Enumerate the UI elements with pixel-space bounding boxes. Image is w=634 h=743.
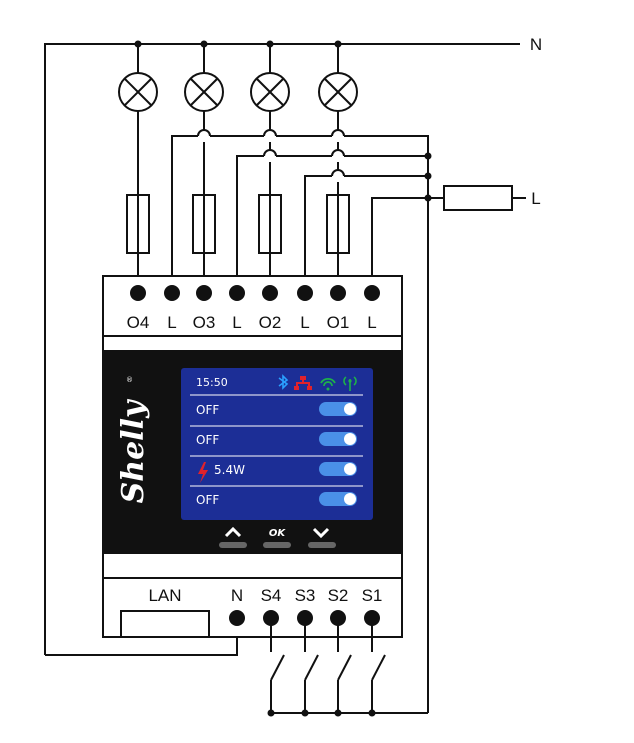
terminal-label: L [167,313,176,332]
network-icon [294,376,312,390]
terminal-l4 [164,285,180,301]
terminal-l1 [364,285,380,301]
row-label: OFF [196,403,219,417]
toggle-switch[interactable] [319,432,357,446]
terminal-label: S3 [295,586,316,605]
ok-button[interactable]: OK [263,528,291,548]
terminal-l2 [297,285,313,301]
list-item: OFF [190,432,363,457]
terminal-label: S1 [362,586,383,605]
list-item: OFF [196,492,357,507]
terminal-o2 [262,285,278,301]
terminal-label: N [231,586,243,605]
bluetooth-icon [278,374,289,390]
power-icon [198,462,208,483]
list-item: OFF [190,402,363,427]
toggle-switch[interactable] [319,492,357,506]
up-button[interactable] [219,526,247,548]
clock-text: 15:50 [196,376,228,389]
bottom-terminals: LAN N S4 S3 S2 S1 [120,586,383,638]
terminal-label: S2 [328,586,349,605]
brand-name: Shelly [116,398,151,503]
terminal-o3 [196,285,212,301]
input-switches [267,618,428,717]
lamp-o2 [250,44,290,195]
lan-label: LAN [148,586,181,605]
row-label: OFF [196,433,219,447]
svg-text:®: ® [126,376,133,384]
live-lines [171,135,526,713]
lamp-o3 [184,44,224,195]
output-fuses [126,194,350,293]
lamp-o1 [318,44,358,195]
down-button[interactable] [308,527,336,548]
brand-logo: Shelly [116,398,151,503]
wifi-icon [320,377,336,391]
antenna-icon [343,376,357,391]
terminal-label: O3 [193,313,216,332]
terminal-o1 [330,285,346,301]
live-label: L [531,189,540,208]
terminal-label: O4 [127,313,150,332]
terminal-n [229,610,245,626]
neutral-label: N [530,35,542,54]
list-item: 5.4W [190,462,363,487]
terminal-label: O1 [327,313,350,332]
lamp-o4 [118,44,158,195]
toggle-switch[interactable] [319,462,357,476]
terminal-l3 [229,285,245,301]
terminal-label: O2 [259,313,282,332]
toggle-switch[interactable] [319,402,357,416]
lan-port [120,610,210,638]
terminal-label: L [367,313,376,332]
terminal-o4 [130,285,146,301]
terminal-label: L [232,313,241,332]
power-reading: 5.4W [214,463,245,477]
lcd-screen: 15:50 OFF [181,368,373,520]
row-label: OFF [196,493,219,507]
top-terminals: O4 L O3 L O2 L O1 L [127,285,380,332]
terminal-label: S4 [261,586,282,605]
terminal-label: L [300,313,309,332]
ok-label: OK [269,528,287,539]
